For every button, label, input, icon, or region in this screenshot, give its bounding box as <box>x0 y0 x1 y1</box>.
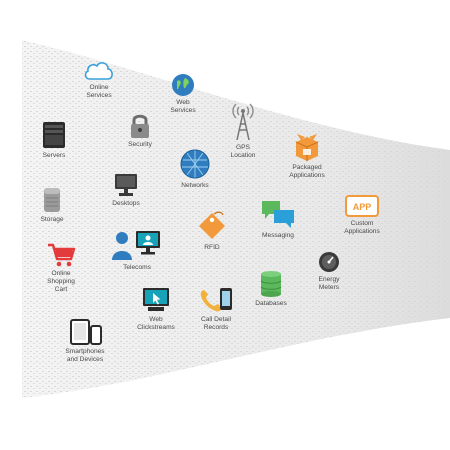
item-label: Desktops <box>112 200 140 207</box>
item-label: Online Shopping Cart <box>47 270 75 293</box>
network-globe-icon <box>180 149 210 179</box>
app-badge-icon: APP <box>345 195 379 217</box>
clickstream-icon <box>143 288 169 311</box>
lock-icon <box>131 114 149 138</box>
chat-bubbles-icon <box>262 201 294 228</box>
item-label: Databases <box>255 300 287 307</box>
globe-icon <box>172 74 194 96</box>
antenna-icon <box>232 103 254 141</box>
item-storage: Storage <box>30 186 74 224</box>
server-icon <box>43 122 65 148</box>
item-desktops: Desktops <box>102 172 150 208</box>
item-servers: Servers <box>30 120 78 160</box>
item-energy-meters: Energy Meters <box>306 250 352 292</box>
telecom-icon <box>112 231 160 260</box>
cart-icon <box>48 243 76 267</box>
item-smartphones-and-devices: Smartphones and Devices <box>52 318 118 364</box>
item-label: Custom Applications <box>344 220 380 235</box>
item-call-detail-records: Call Detail Records <box>188 286 244 332</box>
item-label: Servers <box>42 152 66 159</box>
item-packaged-applications: Packaged Applications <box>276 132 338 180</box>
desktop-icon <box>115 174 137 196</box>
item-online-services: Online Services <box>74 60 124 100</box>
item-label: RFID <box>204 244 220 251</box>
item-label: Call Detail Records <box>200 316 232 331</box>
item-label: Online Services <box>86 84 112 99</box>
storage-icon <box>44 188 60 212</box>
item-label: Storage <box>40 216 64 223</box>
item-label: Smartphones and Devices <box>65 348 105 363</box>
item-label: Packaged Applications <box>289 164 325 179</box>
item-label: Web Services <box>170 99 196 114</box>
phone-icon <box>200 288 232 312</box>
item-online-shopping-cart: Online Shopping Cart <box>36 242 86 294</box>
database-icon <box>260 271 282 297</box>
meter-icon <box>319 252 339 272</box>
item-networks: Networks <box>170 148 220 190</box>
item-gps-location: GPS Location <box>218 100 268 160</box>
item-databases: Databases <box>246 270 296 308</box>
item-label: Networks <box>181 182 209 189</box>
item-custom-applications: APP Custom Applications <box>334 194 390 236</box>
cloud-icon <box>84 62 113 80</box>
item-security: Security <box>118 113 162 149</box>
item-label: GPS Location <box>230 144 256 159</box>
rfid-tag-icon <box>199 211 225 239</box>
item-label: Messaging <box>262 232 294 239</box>
item-label: Security <box>128 141 152 148</box>
item-label: Web Clickstreams <box>137 316 175 331</box>
item-label: Energy Meters <box>318 276 340 291</box>
item-web-clickstreams: Web Clickstreams <box>130 286 182 332</box>
app-badge-text: APP <box>353 202 372 212</box>
item-label: Telecoms <box>123 264 151 271</box>
devices-icon <box>70 319 102 345</box>
item-rfid: RFID <box>190 210 234 252</box>
item-telecoms: Telecoms <box>108 228 166 272</box>
item-web-services: Web Services <box>158 73 208 115</box>
package-icon <box>295 134 319 161</box>
item-messaging: Messaging <box>254 198 302 240</box>
